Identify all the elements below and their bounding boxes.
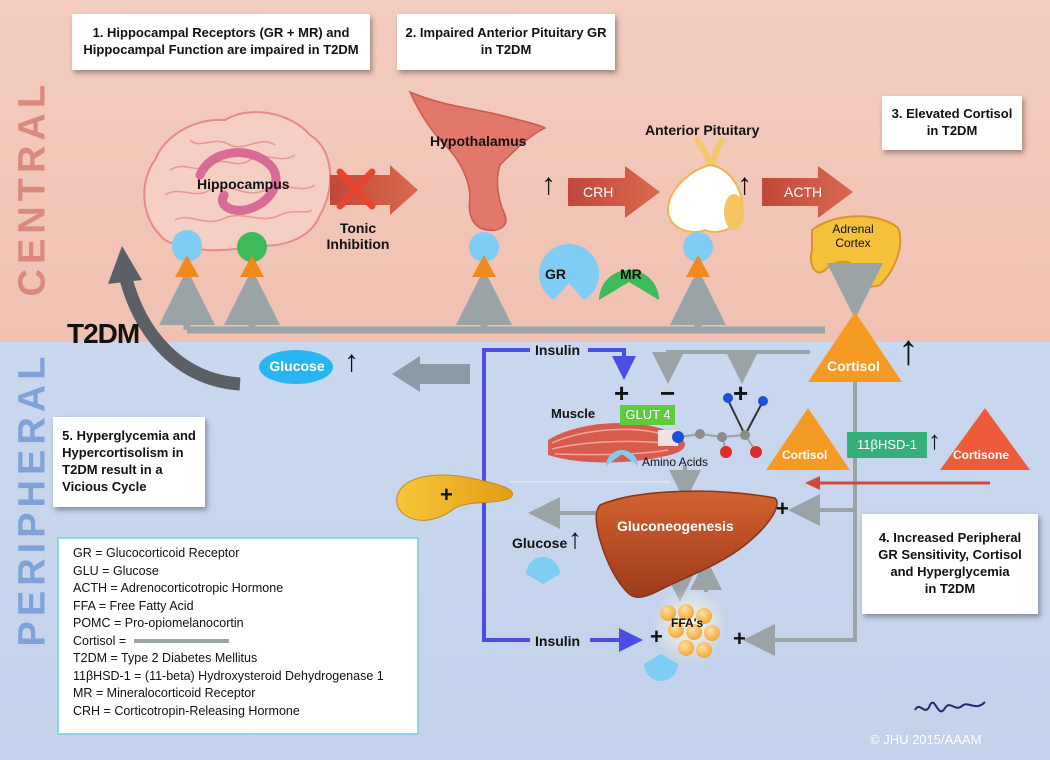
hsd-label: 11βHSD-1 bbox=[857, 437, 917, 452]
pancreas-image bbox=[396, 474, 513, 521]
vicious-cycle-arrow bbox=[118, 273, 241, 391]
insulin-plus-muscle: + bbox=[614, 378, 630, 408]
anterior-pituitary-image bbox=[666, 137, 744, 233]
cortisol-line-swatch bbox=[134, 639, 230, 644]
liver-plus: + bbox=[776, 496, 789, 521]
cortisol-small-label: Cortisol bbox=[782, 448, 828, 462]
glucose-liver-label: Glucose bbox=[512, 535, 568, 551]
glucose-up-arrow: ↑ bbox=[344, 345, 359, 378]
amino-acids-label: Amino Acids bbox=[642, 455, 709, 469]
adrenal-cortex-label: Adrenal Cortex bbox=[832, 222, 874, 250]
copyright-text: © JHU 2015/AAAM bbox=[870, 732, 982, 747]
legend-row: T2DM = Type 2 Diabetes Mellitus bbox=[73, 651, 258, 665]
insulin-plus-ffa: + bbox=[650, 624, 663, 649]
cortisol-feedback-lines bbox=[159, 263, 883, 334]
brain-hippocampus-image bbox=[143, 111, 332, 252]
gr-receptor-hippocampus bbox=[172, 230, 202, 277]
cortisone-arrowhead bbox=[805, 476, 820, 490]
anterior-pituitary-label: Anterior Pituitary bbox=[645, 122, 760, 138]
legend-row: MR = Mineralocorticoid Receptor bbox=[73, 686, 256, 700]
central-zone-label: CENTRAL bbox=[11, 79, 54, 297]
cortisol-up-arrow: ↑ bbox=[898, 326, 919, 373]
mr-label: MR bbox=[620, 266, 642, 282]
legend-row: ACTH = Adrenocorticotropic Hormone bbox=[73, 581, 284, 595]
muscle-label: Muscle bbox=[551, 406, 596, 421]
finding-box-3: 3. Elevated Cortisol in T2DM bbox=[882, 96, 1022, 150]
insulin-bottom-label: Insulin bbox=[535, 633, 581, 649]
acth-arrow bbox=[762, 166, 853, 218]
glucose-output-arrow bbox=[392, 356, 470, 392]
legend-row: CRH = Corticotropin-Releasing Hormone bbox=[73, 703, 300, 718]
hypothalamus-label: Hypothalamus bbox=[430, 133, 527, 149]
crh-arrow bbox=[568, 166, 660, 218]
ffa-label: FFA's bbox=[671, 616, 704, 630]
legend-row: GR = Glucocorticoid Receptor bbox=[73, 546, 240, 560]
legend-row: FFA = Free Fatty Acid bbox=[73, 598, 194, 613]
acth-up-arrow: ↑ bbox=[737, 168, 752, 201]
gr-receptor-hypothalamus bbox=[469, 232, 499, 277]
gr-receptor-muscle bbox=[606, 450, 638, 466]
gr-receptor-adipose bbox=[644, 654, 678, 681]
glut4-box bbox=[620, 405, 675, 425]
cortisol-plus-ffa: + bbox=[733, 626, 746, 651]
finding-box-4: 4. Increased Peripheral GR Sensitivity, … bbox=[862, 514, 1038, 614]
muscle-image bbox=[548, 422, 685, 463]
mr-symbol bbox=[599, 270, 659, 300]
abbreviation-legend: GR = Glucocorticoid Receptor GLU = Gluco… bbox=[57, 537, 419, 735]
glut4-label: GLUT 4 bbox=[625, 407, 671, 422]
hsd-box bbox=[847, 432, 927, 458]
legend-row: POMC = Pro-opiomelanocortin bbox=[73, 616, 244, 630]
amino-acid-molecule bbox=[672, 393, 768, 458]
cortisol-plus-amino: + bbox=[733, 378, 749, 408]
gr-symbol bbox=[539, 244, 599, 300]
ffa-cluster bbox=[652, 587, 728, 663]
pancreas-plus: + bbox=[440, 482, 453, 507]
gr-receptor-liver bbox=[526, 557, 560, 584]
acth-label: ACTH bbox=[784, 184, 823, 200]
finding-box-1: 1. Hippocampal Receptors (GR + MR) and H… bbox=[72, 14, 370, 70]
tonic-inhibition-label: Tonic Inhibition bbox=[326, 220, 390, 252]
legend-row: GLU = Glucose bbox=[73, 563, 159, 578]
artist-signature bbox=[914, 701, 986, 713]
crh-label: CRH bbox=[583, 184, 614, 200]
gluconeogenesis-label: Gluconeogenesis bbox=[617, 518, 734, 534]
cortisone-triangle bbox=[940, 408, 1030, 470]
cortisol-small-triangle bbox=[766, 408, 850, 470]
crh-up-arrow: ↑ bbox=[541, 168, 556, 201]
glucose-pill bbox=[259, 350, 333, 384]
cortisol-minus-muscle: − bbox=[660, 378, 676, 408]
finding-box-2: 2. Impaired Anterior Pituitary GR in T2D… bbox=[397, 14, 615, 70]
glucose-liver-up-arrow: ↑ bbox=[568, 523, 582, 554]
blocked-x-icon bbox=[336, 168, 376, 210]
cortisol-big-label: Cortisol bbox=[827, 358, 880, 374]
peripheral-zone-label: PERIPHERAL bbox=[11, 351, 54, 647]
cortisone-label: Cortisone bbox=[953, 448, 1010, 462]
hippocampus-label: Hippocampus bbox=[197, 176, 290, 192]
mr-receptor-hippocampus bbox=[237, 232, 267, 277]
legend-row: Cortisol = bbox=[73, 633, 417, 651]
glucose-pill-label: Glucose bbox=[269, 358, 325, 374]
gr-receptor-pituitary bbox=[683, 232, 713, 277]
liver-image bbox=[595, 490, 778, 598]
finding-box-5: 5. Hyperglycemia and Hypercortisolism in… bbox=[53, 417, 205, 507]
t2dm-label: T2DM bbox=[67, 318, 140, 349]
hsd-up-arrow: ↑ bbox=[928, 425, 941, 455]
cortisol-triangle bbox=[808, 312, 902, 382]
hypothalamus-image bbox=[408, 90, 547, 232]
gr-label: GR bbox=[545, 266, 566, 282]
legend-row: 11βHSD-1 = (11-beta) Hydroxysteroid Dehy… bbox=[73, 668, 384, 683]
tonic-inhibition-arrow bbox=[330, 165, 418, 215]
vicious-cycle-arrowhead bbox=[108, 246, 142, 284]
insulin-top-label: Insulin bbox=[535, 342, 581, 358]
